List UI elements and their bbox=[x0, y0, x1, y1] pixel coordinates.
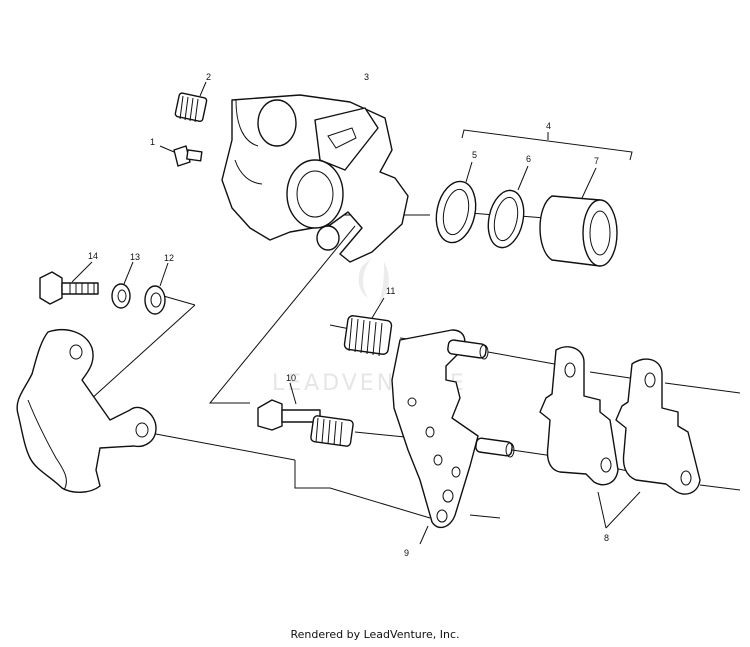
callout-7: 7 bbox=[594, 156, 599, 166]
kit-bracket bbox=[461, 129, 633, 161]
callout-4: 4 bbox=[546, 121, 551, 131]
seal-ring-6 bbox=[487, 165, 529, 249]
callout-9: 9 bbox=[404, 548, 409, 558]
callout-14: 14 bbox=[88, 251, 98, 261]
brake-pads bbox=[539, 346, 701, 529]
footer-credit: Rendered by LeadVenture, Inc. bbox=[290, 628, 460, 641]
callout-2: 2 bbox=[206, 72, 211, 82]
pin-boot bbox=[343, 297, 393, 357]
piston bbox=[539, 167, 618, 267]
seal-ring-5 bbox=[435, 161, 477, 244]
callout-5: 5 bbox=[472, 150, 477, 160]
flat-washer bbox=[144, 262, 169, 315]
callout-13: 13 bbox=[130, 252, 140, 262]
callout-10: 10 bbox=[286, 373, 296, 383]
callout-3: 3 bbox=[364, 72, 369, 82]
callouts: 1 2 3 4 5 6 7 8 9 10 11 12 13 14 bbox=[88, 72, 609, 558]
lock-washer bbox=[111, 261, 134, 309]
callout-1: 1 bbox=[150, 137, 155, 147]
callout-12: 12 bbox=[164, 253, 174, 263]
callout-6: 6 bbox=[526, 154, 531, 164]
mounting-bolt bbox=[39, 261, 99, 305]
bleeder-screw bbox=[159, 145, 203, 167]
mounting-bracket bbox=[16, 329, 157, 493]
guide-pin bbox=[257, 382, 354, 447]
caliper-body bbox=[221, 94, 409, 263]
plug-fitting bbox=[174, 81, 208, 123]
support-plate bbox=[391, 329, 515, 545]
callout-11: 11 bbox=[386, 286, 395, 296]
callout-8: 8 bbox=[604, 533, 609, 543]
